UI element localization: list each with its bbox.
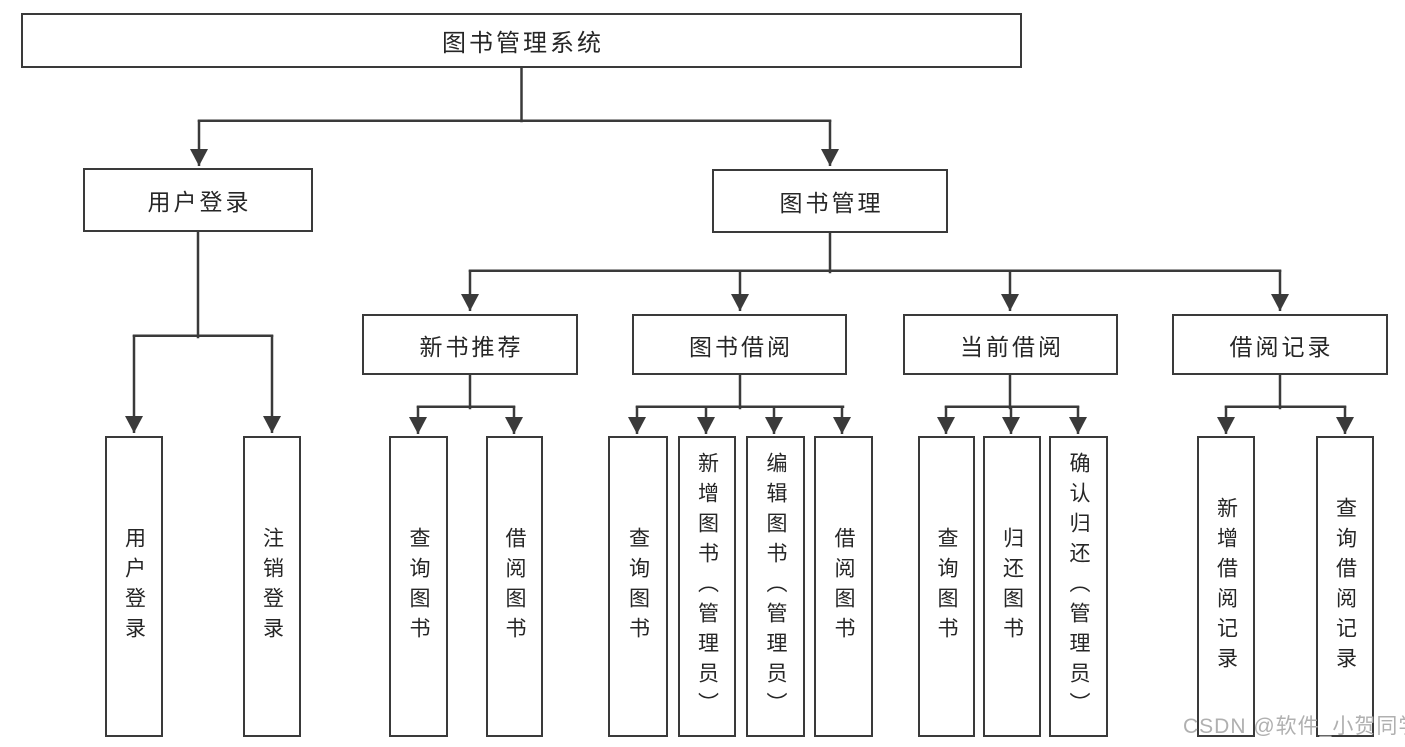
node-label: 新增图书（管理员） [695,451,719,722]
node-label: 归还图书 [1000,526,1024,647]
node-borrowing-records: 借阅记录 [1172,314,1388,375]
node-label: 用户登录 [122,526,146,647]
leaf-user-login: 用户登录 [105,436,163,737]
leaf-query-books-borrow: 查询图书 [608,436,668,737]
node-new-book-recommendation: 新书推荐 [362,314,578,375]
leaf-logout: 注销登录 [243,436,301,737]
node-label: 查询图书 [407,526,430,647]
leaf-confirm-return-admin: 确认归还（管理员） [1049,436,1108,737]
node-label: 当前借阅 [960,333,1064,360]
leaf-edit-books-admin: 编辑图书（管理员） [746,436,805,737]
node-label: 注销登录 [260,526,284,647]
leaf-borrow-books: 借阅图书 [814,436,873,737]
node-label: 确认归还（管理员） [1067,451,1090,722]
node-label: 查询图书 [935,526,958,647]
node-book-management-branch: 图书管理 [712,169,948,233]
node-label: 图书管理 [779,190,884,216]
node-label: 新书推荐 [419,333,524,360]
node-library-management-system: 图书管理系统 [21,13,1022,68]
leaf-query-books-current: 查询图书 [918,436,975,737]
leaf-query-borrow-record: 查询借阅记录 [1316,436,1374,737]
leaf-borrow-books-recommend: 借阅图书 [486,436,543,737]
leaf-add-borrow-record: 新增借阅记录 [1197,436,1255,737]
node-label: 用户登录 [147,189,252,215]
node-label: 新增借阅记录 [1214,496,1238,677]
node-label: 借阅图书 [503,526,526,647]
node-label: 借阅图书 [832,526,855,647]
node-current-borrowing: 当前借阅 [903,314,1118,375]
node-label: 查询图书 [626,526,650,647]
leaf-return-books: 归还图书 [983,436,1041,737]
node-label: 编辑图书（管理员） [764,451,787,722]
node-user-login-branch: 用户登录 [83,168,313,232]
node-label: 图书管理系统 [442,30,604,57]
node-label: 图书借阅 [689,333,793,360]
csdn-watermark: CSDN @软件_小贺同学 [1183,715,1405,738]
node-book-borrowing: 图书借阅 [632,314,847,375]
leaf-add-books-admin: 新增图书（管理员） [678,436,736,737]
node-label: 查询借阅记录 [1333,496,1357,677]
leaf-query-books-recommend: 查询图书 [389,436,448,737]
node-label: 借阅记录 [1229,333,1334,360]
